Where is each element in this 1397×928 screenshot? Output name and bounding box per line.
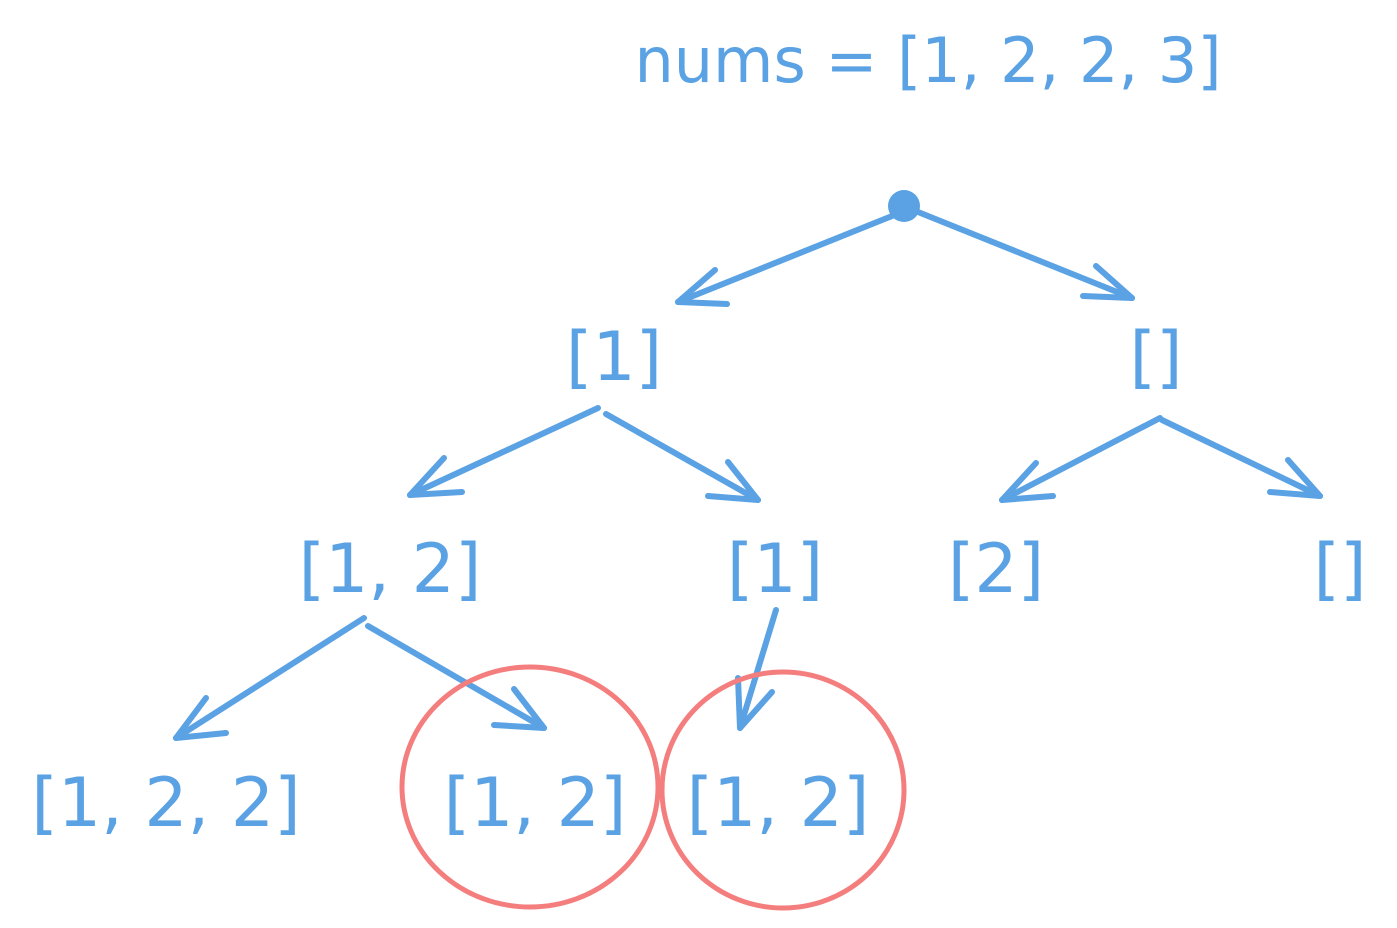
edge-l2-n1-to-l3-n2 <box>365 623 547 731</box>
edge-l1-right-to-l2-n3 <box>999 415 1163 503</box>
edge-root-to-l1-right <box>915 209 1135 301</box>
edge-l1-left-to-l2-n2 <box>603 411 761 503</box>
edge-l1-left-to-l2-n1 <box>407 405 601 498</box>
node-l2-n4: [] <box>1313 530 1366 609</box>
node-l2-n3: [2] <box>948 530 1044 609</box>
node-l3-n1: [1, 2, 2] <box>31 764 300 843</box>
edge-l2-n2-to-l3-n3 <box>735 607 779 731</box>
edge-l1-right-to-l2-n4 <box>1159 417 1323 499</box>
node-l2-n1: [1, 2] <box>299 530 482 609</box>
node-l3-n2: [1, 2] <box>444 764 627 843</box>
node-l3-n3: [1, 2] <box>687 764 870 843</box>
edge-l2-n1-to-l3-n1 <box>173 615 367 741</box>
node-l1-right: [] <box>1129 318 1182 397</box>
highlight-circle-l3-n2 <box>399 664 661 910</box>
title: nums = [1, 2, 2, 3] <box>634 24 1221 97</box>
root-node <box>888 190 920 222</box>
node-l1-left: [1] <box>566 318 662 397</box>
highlight-circle-l3-n3 <box>659 669 907 911</box>
edge-root-to-l1-left <box>675 213 895 307</box>
node-l2-n2: [1] <box>727 530 823 609</box>
